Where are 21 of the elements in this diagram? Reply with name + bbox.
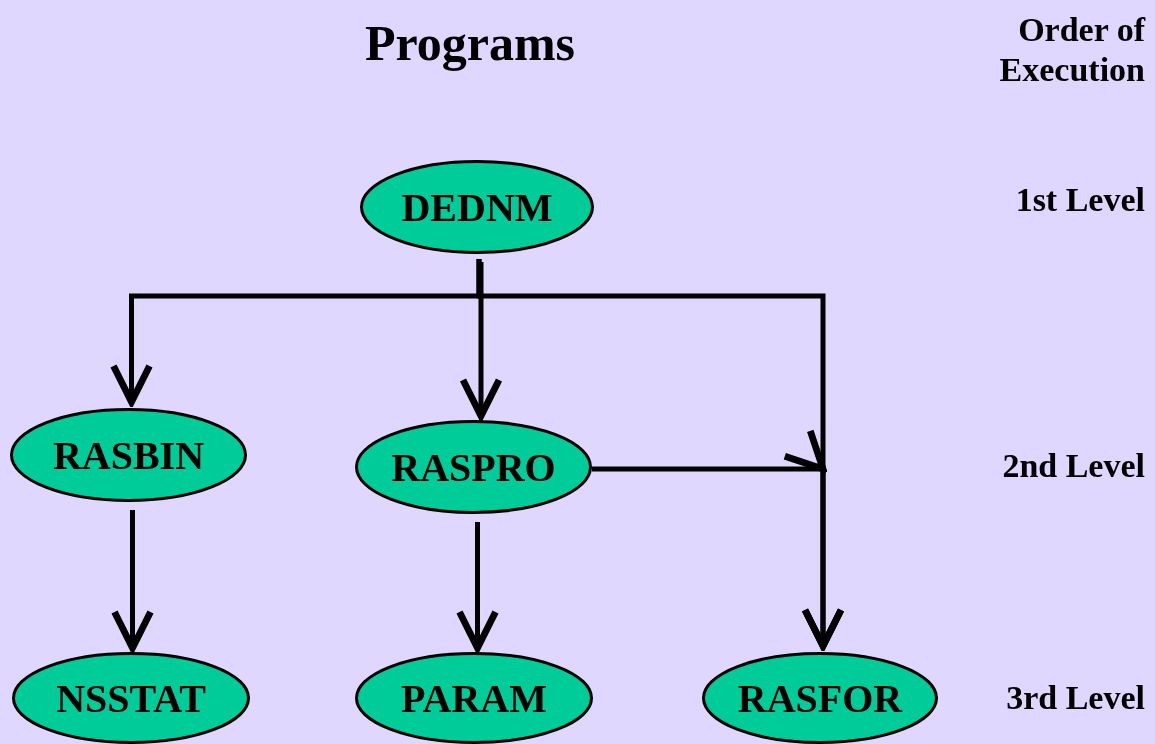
arrow xyxy=(592,429,844,651)
node-label: RASBIN xyxy=(52,431,205,479)
node-label: PARAM xyxy=(401,674,547,722)
arrow xyxy=(456,522,499,652)
column-heading: Order of Execution xyxy=(998,10,1145,90)
ellipse-node xyxy=(12,652,250,744)
ellipse-node xyxy=(10,408,247,502)
diagram-title: Programs xyxy=(363,14,577,72)
node-label: RASFOR xyxy=(737,674,903,722)
node-label: DEDNM xyxy=(401,183,553,231)
ellipse-node xyxy=(355,652,593,744)
level-label: 1st Level xyxy=(1014,180,1145,220)
node-label: NSSTAT xyxy=(56,674,206,722)
ellipse-node xyxy=(355,420,592,514)
ellipse-node xyxy=(360,160,594,254)
arrow xyxy=(459,262,503,420)
node-label: RASPRO xyxy=(391,443,556,491)
level-label: 3rd Level xyxy=(1005,678,1145,718)
arrow xyxy=(111,510,154,652)
ellipse-node xyxy=(702,652,938,744)
level-label: 2nd Level xyxy=(1001,446,1145,486)
